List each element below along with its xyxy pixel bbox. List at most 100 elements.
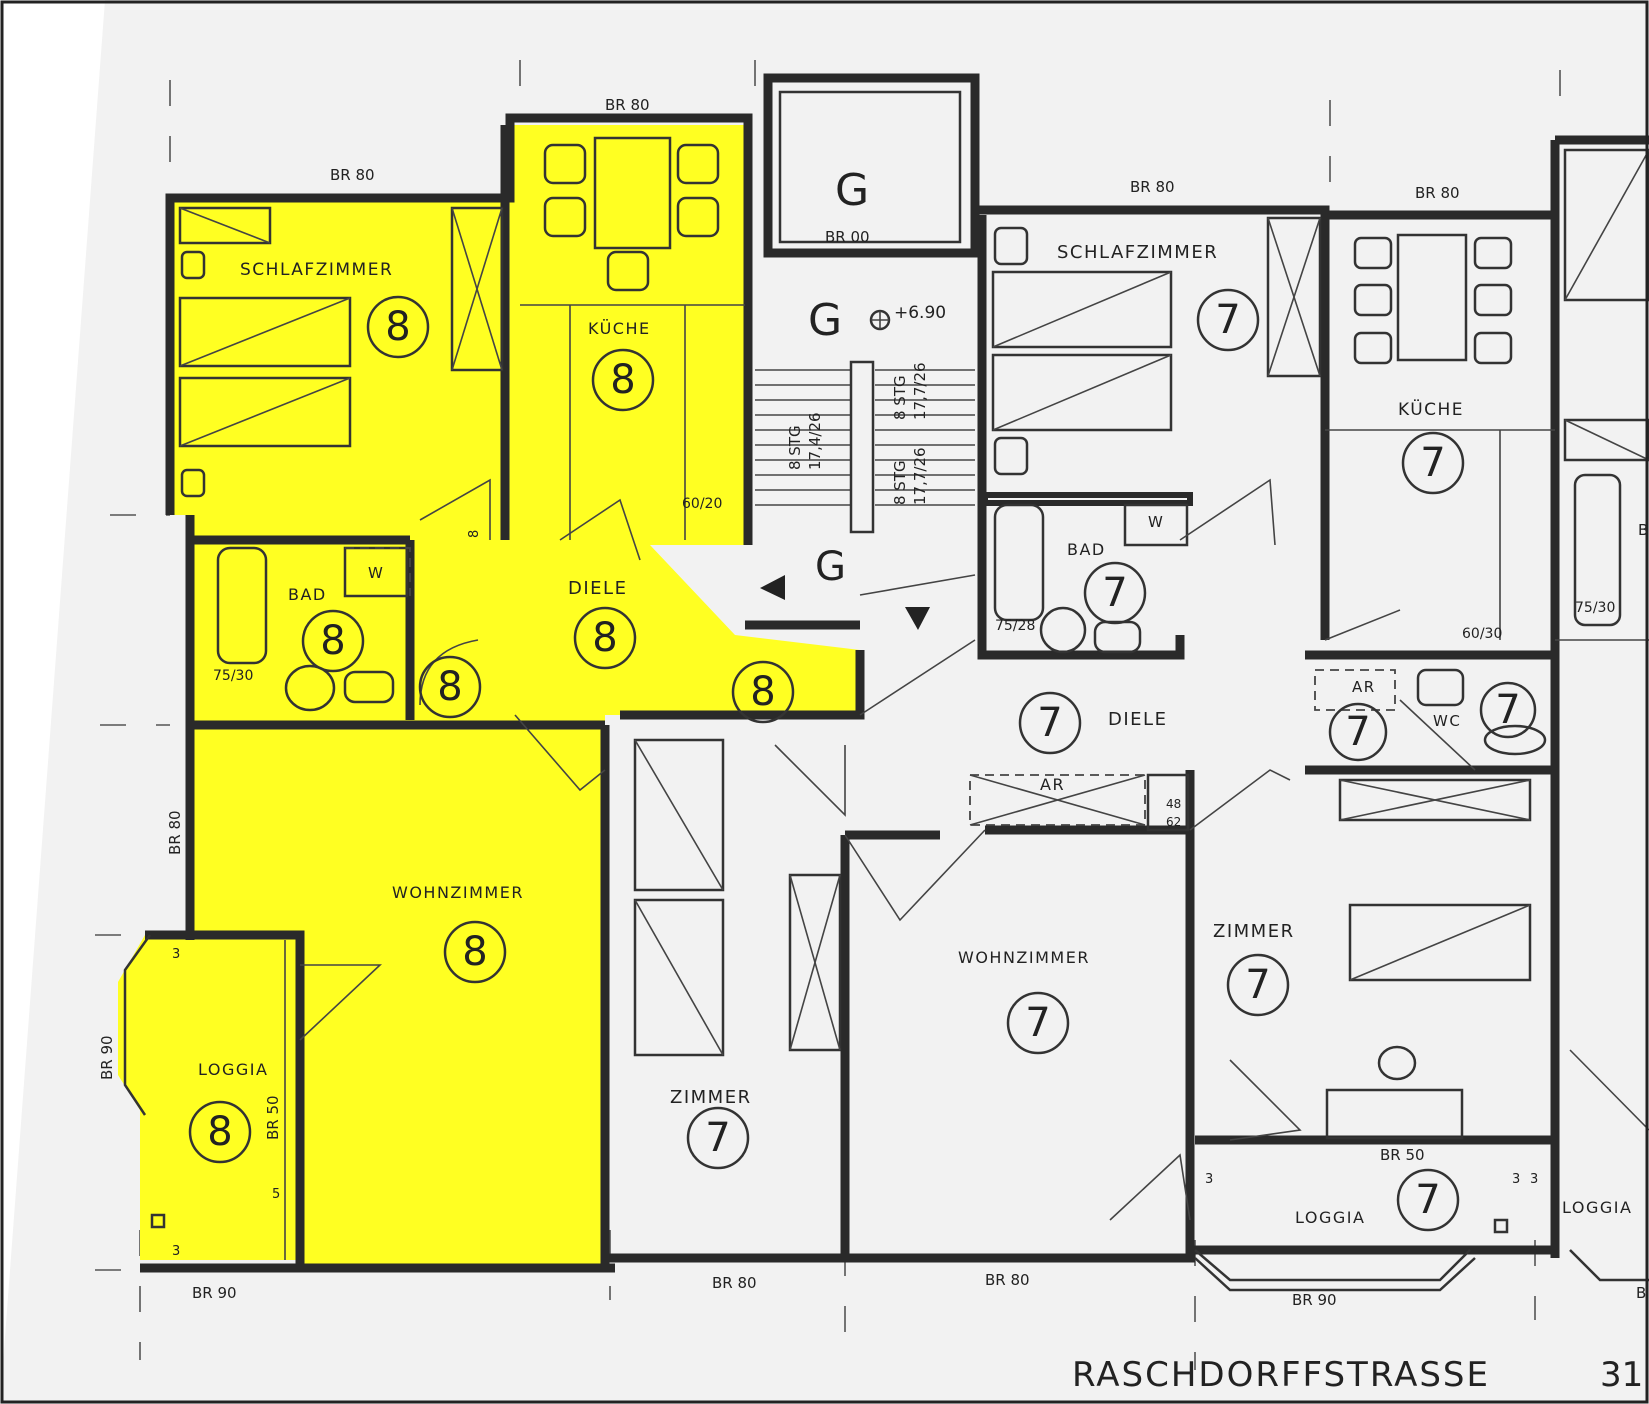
svg-text:17,7/26: 17,7/26 [911,362,929,420]
svg-text:48: 48 [1166,797,1181,811]
svg-text:BR 80: BR 80 [712,1274,757,1292]
svg-text:7: 7 [1415,1177,1440,1223]
apartment-7-labels: SCHLAFZIMMER KÜCHE BAD DIELE WOHNZIMMER … [670,242,1632,1227]
apartment-number-marker: 8 [188,1100,252,1164]
room-label: AR [1040,775,1065,794]
svg-text:BR 80: BR 80 [1130,178,1175,196]
svg-text:8: 8 [610,357,635,403]
apartment-number-marker: 7 [1328,702,1388,762]
svg-text:8: 8 [467,530,482,538]
walls [140,73,1649,1273]
svg-text:8 STG: 8 STG [891,375,909,420]
svg-text:8: 8 [385,304,410,350]
apartment-number-marker: 7 [1018,691,1082,755]
stair-labels: G G G +6.90 8 STG 17,4/26 8 STG 8 STG 17… [786,165,946,590]
svg-text:BR 00: BR 00 [825,228,870,246]
apartment-number-marker: 7 [1401,431,1465,495]
room-label: SCHLAFZIMMER [240,260,393,280]
svg-text:3: 3 [1512,1172,1520,1187]
svg-text:17,4/26: 17,4/26 [806,412,824,470]
street-name: RASCHDORFFSTRASSE [1072,1355,1490,1395]
paper-edge [0,0,105,1404]
apartment-number-marker: 8 [301,609,365,673]
svg-text:8: 8 [592,615,617,661]
room-label: DIELE [1108,709,1167,730]
loggia-7-bay [1194,1249,1471,1282]
svg-text:G: G [808,295,842,346]
svg-text:62: 62 [1166,815,1181,829]
apartment-8-markers: 8 8 8 8 8 8 8 8 [188,295,795,1164]
svg-text:75/30: 75/30 [213,668,253,684]
svg-text:3: 3 [1205,1172,1213,1187]
room-label: WOHNZIMMER [958,948,1090,967]
room-label: KÜCHE [1398,398,1464,420]
room-label: WOHNZIMMER [392,883,524,902]
svg-text:7: 7 [1495,687,1520,733]
room-label: LOGGIA [1295,1208,1365,1227]
dimension-labels: BR 80 BR 80 BR 00 BR 80 BR 80 BR 80 BR 9… [98,96,1648,1309]
svg-text:3: 3 [172,1244,180,1259]
svg-text:7: 7 [705,1115,730,1161]
svg-text:BR 50: BR 50 [264,1095,282,1140]
fixture-labels: W W 75/30 75/28 75/30 60/20 60/30 48 62 … [172,496,1615,1259]
room-label: ZIMMER [670,1087,752,1108]
apartment-number-marker: 8 [573,606,637,670]
room-label: LOGGIA [1562,1198,1632,1217]
svg-text:BR 90: BR 90 [192,1284,237,1302]
apartment-number-marker: 8 [418,655,482,719]
stair-treads [755,360,975,534]
room-label: DIELE [568,578,627,599]
apartment-8-labels: SCHLAFZIMMER KÜCHE BAD DIELE WOHNZIMMER … [198,260,651,1079]
svg-text:8: 8 [320,618,345,664]
apartment-number-marker: 7 [1396,1168,1460,1232]
svg-text:W: W [1148,513,1163,531]
svg-text:G: G [815,544,846,590]
svg-text:7: 7 [1420,440,1445,486]
room-label: AR [1352,678,1376,696]
svg-text:75/28: 75/28 [995,618,1035,634]
apartment-number-marker: 7 [1083,561,1147,625]
svg-text:BR 80: BR 80 [605,96,650,114]
svg-text:8: 8 [462,929,487,975]
room-label: BAD [1067,540,1106,559]
svg-text:8 STG: 8 STG [891,460,909,505]
apartment-number-marker: 8 [731,660,795,724]
svg-text:7: 7 [1215,297,1240,343]
apartment-number-marker: 7 [1226,953,1290,1017]
svg-text:7: 7 [1102,570,1127,616]
svg-text:8 STG: 8 STG [786,425,804,470]
svg-text:7: 7 [1037,700,1062,746]
svg-text:BR 80: BR 80 [166,810,184,855]
apartment-number-marker: 8 [443,920,507,984]
room-label: SCHLAFZIMMER [1057,242,1218,263]
svg-text:5: 5 [272,1187,280,1202]
apartment-number-marker: 7 [1006,991,1070,1055]
svg-text:3: 3 [1530,1172,1538,1187]
svg-text:7: 7 [1245,962,1270,1008]
room-label: WC [1433,712,1461,730]
apartment-number-marker: 7 [1196,288,1260,352]
svg-text:G: G [835,165,869,216]
apartment-number-marker: 8 [591,348,655,412]
svg-text:BR 50: BR 50 [1380,1146,1425,1164]
svg-text:BR 80: BR 80 [985,1271,1030,1289]
level-marker: +6.90 [869,303,946,331]
apartment-number-marker: 7 [1479,681,1537,739]
svg-text:17,7/26: 17,7/26 [911,447,929,505]
svg-text:B: B [1636,1284,1646,1302]
svg-text:3: 3 [172,947,180,962]
house-number: 31 [1600,1355,1643,1395]
svg-text:8: 8 [437,664,462,710]
svg-text:B: B [1638,521,1648,539]
apartment-number-marker: 8 [366,295,430,359]
svg-text:BR 90: BR 90 [98,1035,116,1080]
room-label: KÜCHE [588,319,651,338]
svg-text:BR 80: BR 80 [1415,184,1460,202]
svg-text:75/30: 75/30 [1575,600,1615,616]
room-label: ZIMMER [1213,921,1295,942]
svg-text:60/20: 60/20 [682,496,722,512]
svg-text:BR 80: BR 80 [330,166,375,184]
svg-text:W: W [368,564,383,582]
